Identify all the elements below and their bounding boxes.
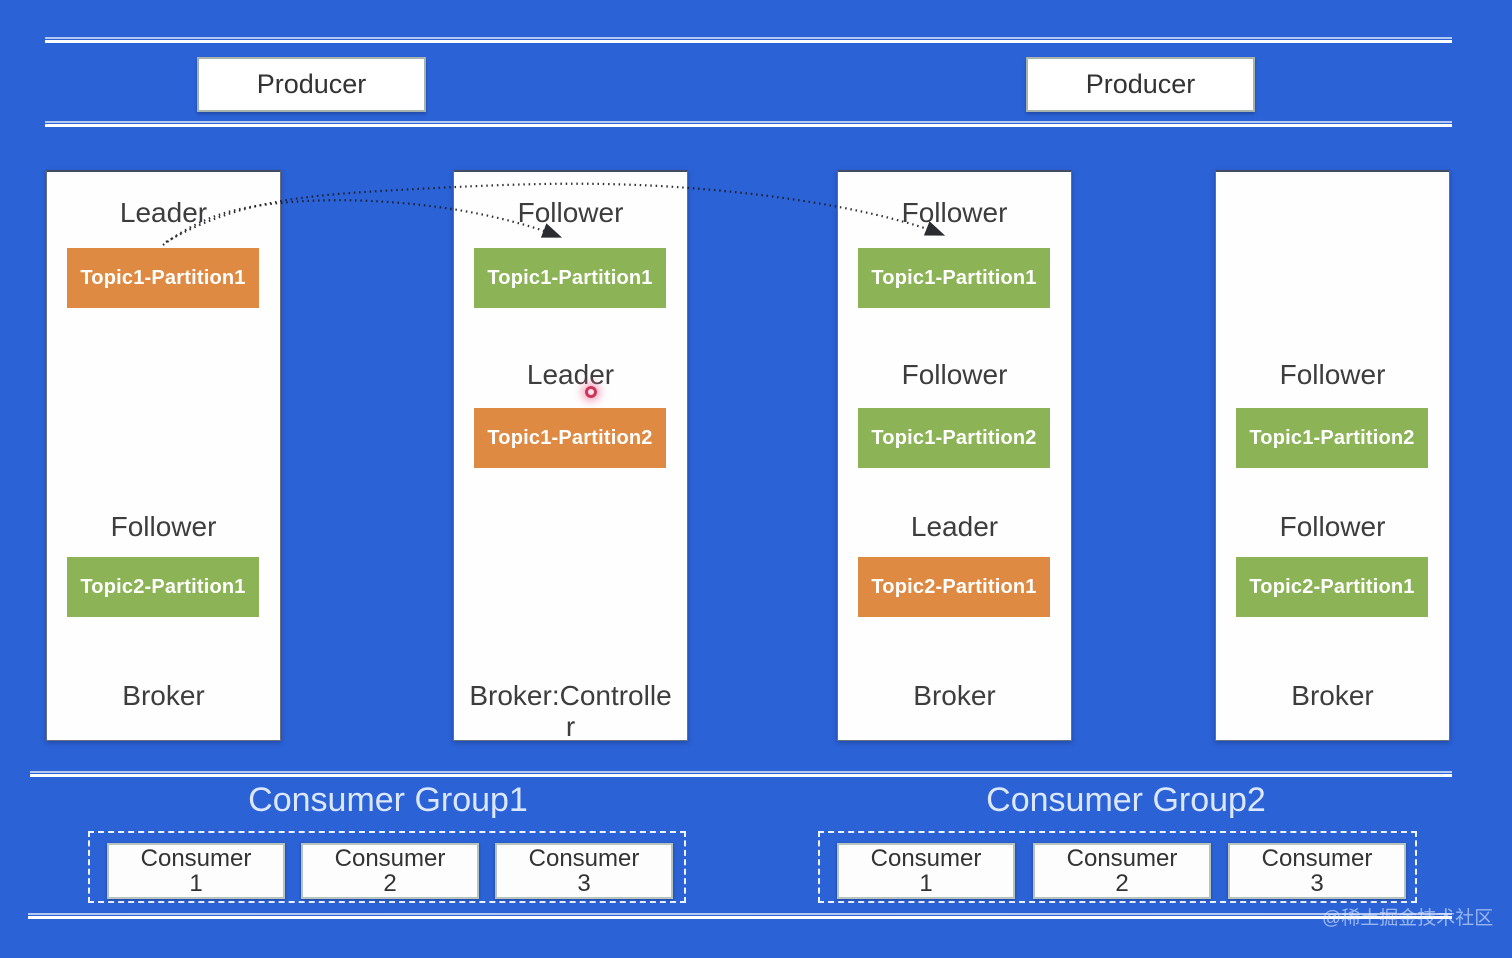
consumer-box: Consumer 1 [107,843,285,899]
broker-name-label: Broker [122,680,205,711]
consumer-group-1-title: Consumer Group1 [248,781,528,819]
role-label: Leader [910,511,999,542]
partition-box: Topic1-Partition2 [474,408,666,468]
role-label: Follower [517,197,624,228]
role-label: Follower [901,197,1008,228]
consumer-label: Consumer [140,845,252,872]
consumer-number: 3 [1310,870,1324,897]
consumer-label: Consumer [1066,845,1178,872]
consumer-label: Consumer [870,845,982,872]
consumer-group-2-box: Consumer 1 Consumer 2 Consumer 3 [818,831,1417,903]
role-label: Leader [119,197,208,228]
broker-name-label: Broker [913,680,996,711]
producer-box-2: Producer [1026,57,1255,112]
broker-bottom-separator-line [30,771,1452,778]
role-label: Follower [110,511,217,542]
consumer-box: Consumer 3 [495,843,673,899]
top-separator-line [45,37,1452,44]
broker-4: Follower Topic1-Partition2 Follower Topi… [1215,170,1450,741]
consumer-box: Consumer 2 [1033,843,1211,899]
consumer-number: 2 [1115,870,1129,897]
broker-name-label: Broker [1291,680,1374,711]
role-label: Follower [901,359,1008,390]
producer-label: Producer [1085,69,1196,99]
partition-box: Topic1-Partition1 [67,248,259,308]
consumer-box: Consumer 2 [301,843,479,899]
role-label: Leader [526,359,615,390]
broker-2-controller: Follower Topic1-Partition1 Leader Topic1… [453,170,688,741]
partition-box: Topic1-Partition1 [858,248,1050,308]
partition-box: Topic2-Partition1 [858,557,1050,617]
partition-box: Topic2-Partition1 [1236,557,1428,617]
consumer-number: 3 [577,870,591,897]
consumer-label: Consumer [1261,845,1373,872]
consumer-number: 1 [919,870,933,897]
producer-box-1: Producer [197,57,426,112]
bottom-separator-line [28,913,1452,920]
consumer-number: 1 [189,870,203,897]
consumer-box: Consumer 3 [1228,843,1406,899]
consumer-label: Consumer [334,845,446,872]
consumer-group-2-title: Consumer Group2 [986,781,1266,819]
role-label: Follower [1279,359,1386,390]
consumer-label: Consumer [528,845,640,872]
consumer-number: 2 [383,870,397,897]
broker-name-label: Broker:Controller [469,680,672,741]
consumer-group-1-box: Consumer 1 Consumer 2 Consumer 3 [88,831,686,903]
producer-label: Producer [256,69,367,99]
consumer-box: Consumer 1 [837,843,1015,899]
partition-box: Topic1-Partition2 [858,408,1050,468]
broker-1: Leader Topic1-Partition1 Follower Topic2… [46,170,281,741]
partition-box: Topic1-Partition1 [474,248,666,308]
producer-bottom-separator-line [45,121,1452,128]
broker-3: Follower Topic1-Partition1 Follower Topi… [837,170,1072,741]
role-label: Follower [1279,511,1386,542]
site-watermark: @稀土掘金技术社区 [1322,908,1494,929]
partition-box: Topic1-Partition2 [1236,408,1428,468]
partition-box: Topic2-Partition1 [67,557,259,617]
laser-pointer-dot [585,386,597,398]
